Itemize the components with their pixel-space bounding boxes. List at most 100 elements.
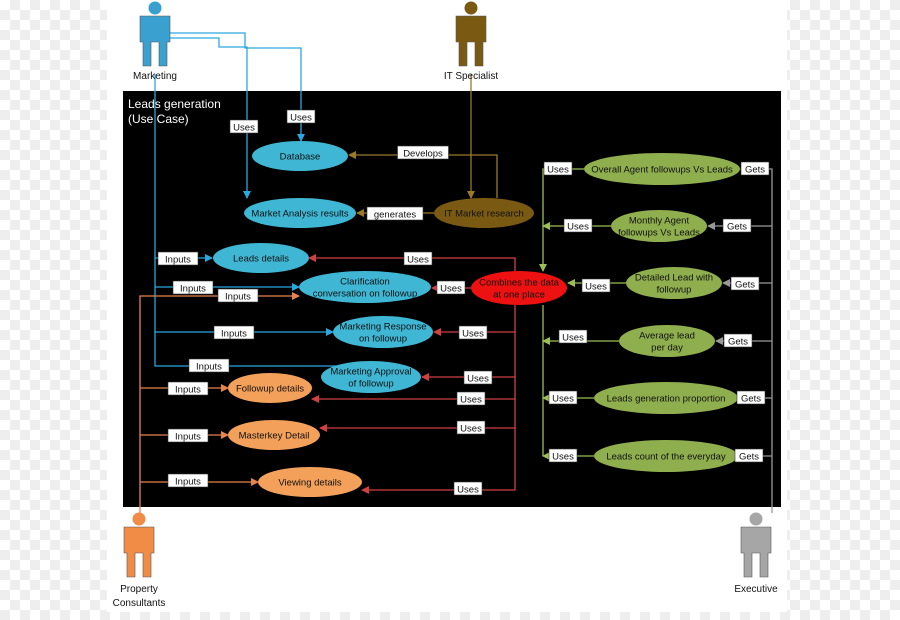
edge-label-text: Uses <box>552 394 574 405</box>
use-case-prop[interactable]: Leads generation proportion <box>594 382 738 414</box>
edge-label-box <box>734 448 764 463</box>
edge-label-box <box>167 381 209 396</box>
actor-label: Marketing <box>133 71 177 82</box>
edge-label-box <box>740 161 770 176</box>
person-icon <box>139 1 171 67</box>
edge-label-c-uses-follow: Uses <box>456 391 486 406</box>
use-case-label: Leads generation proportion <box>607 394 726 405</box>
edge-label-text: Gets <box>741 394 761 405</box>
edge-label-text: Uses <box>467 374 489 385</box>
edge-label-e-gets-overall: Gets <box>740 161 770 176</box>
edge-label-m-uses-mar: Uses <box>229 119 259 134</box>
use-case-ellipse <box>321 361 421 393</box>
use-case-itmr[interactable]: IT Market research <box>434 198 534 228</box>
edge-label-it-develops: Develops <box>397 145 449 160</box>
actor-marketing[interactable]: Marketing <box>133 1 177 83</box>
edge-label-m-inputs-mappr: Inputs <box>188 358 230 373</box>
edge-label-r-uses-monthly: Uses <box>563 218 593 233</box>
edge-label-box <box>188 358 230 373</box>
use-case-ellipse <box>213 243 309 273</box>
edge-label-box <box>543 161 573 176</box>
edge-label-text: generates <box>374 210 417 221</box>
edge-label-text: Uses <box>547 165 569 176</box>
edge-label-text: Uses <box>460 424 482 435</box>
edge-label-m-inputs-clar: Inputs <box>172 280 214 295</box>
use-case-ellipse <box>299 271 431 303</box>
edge-label-pc-inputs-follow: Inputs <box>167 381 209 396</box>
system-title: Leads generation <box>128 97 221 111</box>
edge-label-r-uses-count: Uses <box>548 448 578 463</box>
edge-label-text: Uses <box>440 284 462 295</box>
use-case-count[interactable]: Leads count of the everyday <box>594 440 738 472</box>
edge-label-text: Gets <box>735 280 755 291</box>
use-case-ellipse <box>258 467 362 497</box>
edge-label-box <box>723 333 753 348</box>
edge-label-text: Inputs <box>175 477 201 488</box>
use-case-label: Leads count of the everyday <box>606 452 726 463</box>
use-case-label: Marketing Response <box>339 322 426 333</box>
edge-label-c-uses-mappr: Uses <box>463 370 493 385</box>
edge-label-text: Gets <box>728 337 748 348</box>
edge-label-e-gets-avg: Gets <box>723 333 753 348</box>
use-case-label: followup <box>657 285 692 296</box>
use-case-view[interactable]: Viewing details <box>258 467 362 497</box>
use-case-ellipse <box>594 382 738 414</box>
edge-label-text: Uses <box>460 395 482 406</box>
use-case-database[interactable]: Database <box>252 141 348 171</box>
edge-label-box <box>548 448 578 463</box>
edge-label-box <box>436 280 466 295</box>
edge-label-box <box>157 251 199 266</box>
use-case-label: Leads details <box>233 254 289 265</box>
edge-label-pc-inputs-master: Inputs <box>167 428 209 443</box>
use-case-label: Combines the data <box>479 278 559 289</box>
use-case-label: on followup <box>359 334 407 345</box>
use-case-label: Followup details <box>236 384 304 395</box>
edge-label-box <box>167 473 209 488</box>
edge-label-text: Gets <box>745 165 765 176</box>
edge-label-box <box>736 390 766 405</box>
use-case-ellipse <box>333 316 433 348</box>
edge-label-box <box>722 218 752 233</box>
edge-label-box <box>453 481 483 496</box>
actor-exec[interactable]: Executive <box>734 512 778 596</box>
edge-label-text: Develops <box>403 149 443 160</box>
edge-label-box <box>458 325 488 340</box>
edge-combine-to-viewing <box>361 428 516 494</box>
use-case-master[interactable]: Masterkey Detail <box>228 420 320 450</box>
use-case-ellipse <box>434 198 534 228</box>
use-case-label: per day <box>651 343 683 354</box>
actor-it[interactable]: IT Specialist <box>444 1 499 83</box>
use-case-mar[interactable]: Market Analysis results <box>244 198 356 228</box>
edge-label-text: Uses <box>562 333 584 344</box>
edge-label-box <box>229 119 259 134</box>
use-case-label: followups Vs Leads <box>618 228 700 239</box>
use-case-follow[interactable]: Followup details <box>228 373 312 403</box>
actors: Marketing IT SpecialistPropertyConsultant… <box>113 1 778 610</box>
use-case-overall[interactable]: Overall Agent followups Vs Leads <box>584 153 740 185</box>
use-case-label: IT Market research <box>444 209 524 220</box>
edge-label-box <box>456 420 486 435</box>
use-case-leads[interactable]: Leads details <box>213 243 309 273</box>
use-case-ellipse <box>252 141 348 171</box>
use-case-label: Market Analysis results <box>251 209 348 220</box>
edge-label-text: Uses <box>233 123 255 134</box>
edge-label-r-uses-detailed: Uses <box>581 278 611 293</box>
system-subtitle: (Use Case) <box>128 112 189 126</box>
edge-label-box <box>730 276 760 291</box>
actor-label: Property <box>120 584 158 595</box>
edge-label-text: Uses <box>552 452 574 463</box>
edge-label-text: Inputs <box>196 362 222 373</box>
edge-label-e-gets-count: Gets <box>734 448 764 463</box>
edge-label-text: Inputs <box>175 385 201 396</box>
use-case-ellipse <box>626 267 722 299</box>
actor-label: IT Specialist <box>444 71 499 82</box>
